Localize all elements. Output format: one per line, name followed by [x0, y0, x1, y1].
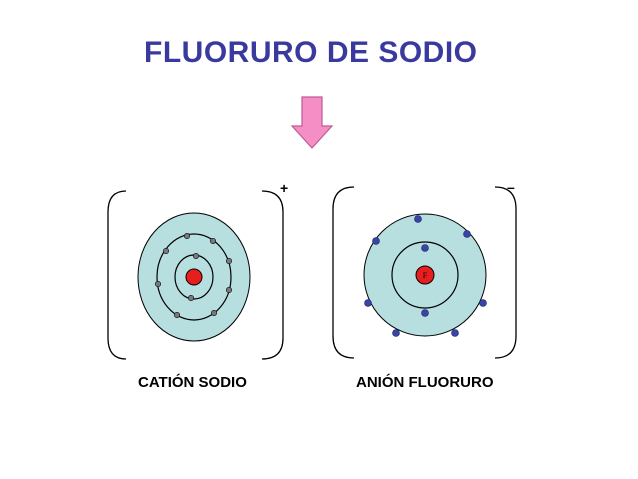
- electron: [452, 330, 459, 337]
- electron: [211, 310, 216, 315]
- anion-nucleus-symbol: F: [423, 271, 428, 280]
- electron: [415, 216, 422, 223]
- electron: [184, 233, 189, 238]
- electron: [188, 295, 193, 300]
- electron: [193, 253, 198, 258]
- electron: [422, 245, 429, 252]
- electron: [163, 248, 168, 253]
- electron: [226, 287, 231, 292]
- cation-charge: +: [280, 180, 288, 196]
- electron: [226, 258, 231, 263]
- anion-left-bracket: [333, 187, 354, 358]
- anion-group: – F: [333, 179, 516, 358]
- electron: [174, 312, 179, 317]
- electron: [373, 238, 380, 245]
- cation-group: +: [108, 180, 288, 359]
- anion-right-bracket: [495, 187, 516, 358]
- electron: [422, 310, 429, 317]
- cation-left-bracket: [108, 191, 126, 359]
- electron: [210, 238, 215, 243]
- electron: [155, 281, 160, 286]
- anion-charge: –: [507, 179, 515, 195]
- electron: [480, 300, 487, 307]
- electron: [365, 300, 372, 307]
- electron: [393, 330, 400, 337]
- cation-right-bracket: [262, 191, 283, 359]
- electron: [464, 231, 471, 238]
- anion-caption: ANIÓN FLUORURO: [356, 374, 494, 391]
- cation-nucleus: [186, 269, 202, 285]
- cation-caption: CATIÓN SODIO: [138, 374, 247, 391]
